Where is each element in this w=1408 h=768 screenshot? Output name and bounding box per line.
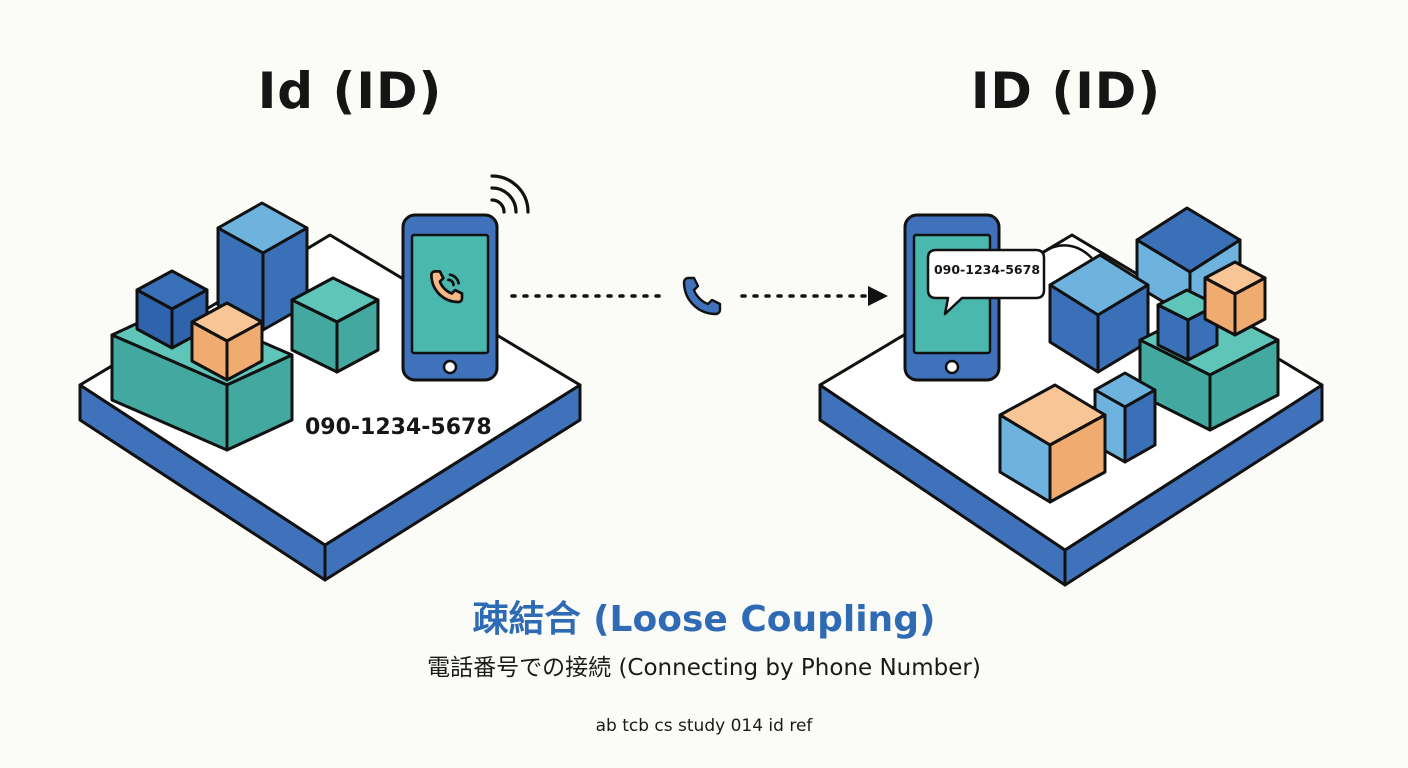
speech-bubble-text: 090-1234-5678 <box>933 262 1041 277</box>
heading: 疎結合 (Loose Coupling) <box>472 599 936 640</box>
left-phone-number: 090-1234-5678 <box>305 415 492 440</box>
smartphone-icon <box>401 213 499 382</box>
wifi-signal-icon <box>490 174 530 214</box>
left-cube-cluster <box>110 201 380 452</box>
phone-handset-icon <box>682 276 722 316</box>
right-cube-cluster <box>998 206 1280 504</box>
connection-line <box>510 276 888 316</box>
subheading: 電話番号での接続 (Connecting by Phone Number) <box>427 655 981 681</box>
arrow-head-icon <box>868 286 888 306</box>
phone-handset-icon <box>430 270 464 304</box>
left-title: Id (ID) <box>257 62 443 120</box>
right-title: ID (ID) <box>970 62 1162 120</box>
footer-caption: ab tcb cs study 014 id ref <box>595 716 813 736</box>
speech-bubble-icon <box>926 248 1046 316</box>
